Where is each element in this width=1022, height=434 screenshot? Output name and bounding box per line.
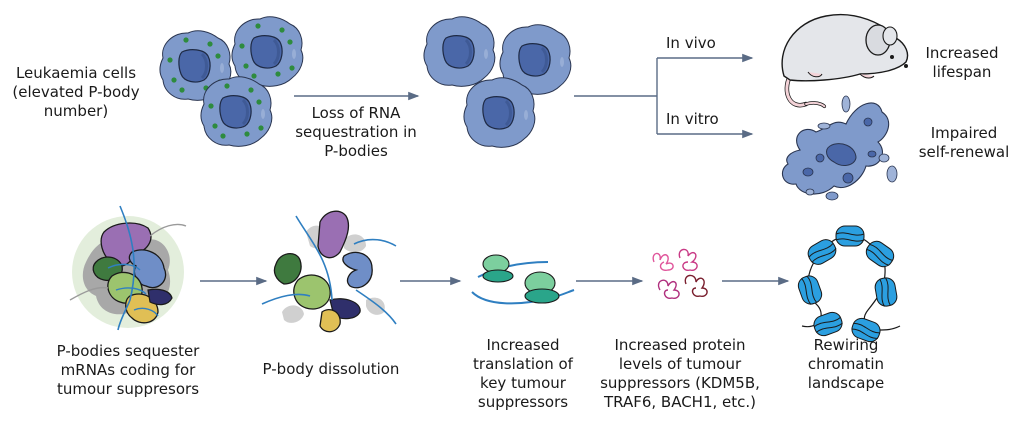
fragmented-cell-icon xyxy=(781,95,898,201)
dissolved-p-body-icon xyxy=(261,210,397,333)
step-increased-translation-label: Increased translation of key tumour supp… xyxy=(473,336,573,411)
protein-icon xyxy=(652,248,708,299)
step-pbody-dissolution-label: P-body dissolution xyxy=(262,360,400,378)
cell-icon xyxy=(422,15,573,149)
step-pbodies-sequester-label: P-bodies sequester mRNAs coding for tumo… xyxy=(56,342,200,398)
mouse-icon xyxy=(781,14,909,109)
ribosome-icon xyxy=(471,254,575,305)
in-vivo-label: In vivo xyxy=(666,34,716,52)
step-increased-protein-levels-label: Increased protein levels of tumour suppr… xyxy=(600,336,760,411)
branch-arrow xyxy=(574,53,754,139)
loss-of-sequestration-label: Loss of RNA sequestration in P-bodies xyxy=(295,104,417,160)
increased-lifespan-label: Increased lifespan xyxy=(925,44,999,81)
impaired-self-renewal-label: Impaired self-renewal xyxy=(918,124,1010,161)
chromatin-icon xyxy=(795,225,901,345)
in-vitro-label: In vitro xyxy=(666,110,719,128)
step-rewiring-chromatin-label: Rewiring chromatin landscape xyxy=(807,336,885,392)
leukaemia-cells-label: Leukaemia cells (elevated P-body number) xyxy=(12,64,140,120)
leukaemia-cell-icon xyxy=(158,15,305,148)
p-body-icon xyxy=(69,205,187,331)
